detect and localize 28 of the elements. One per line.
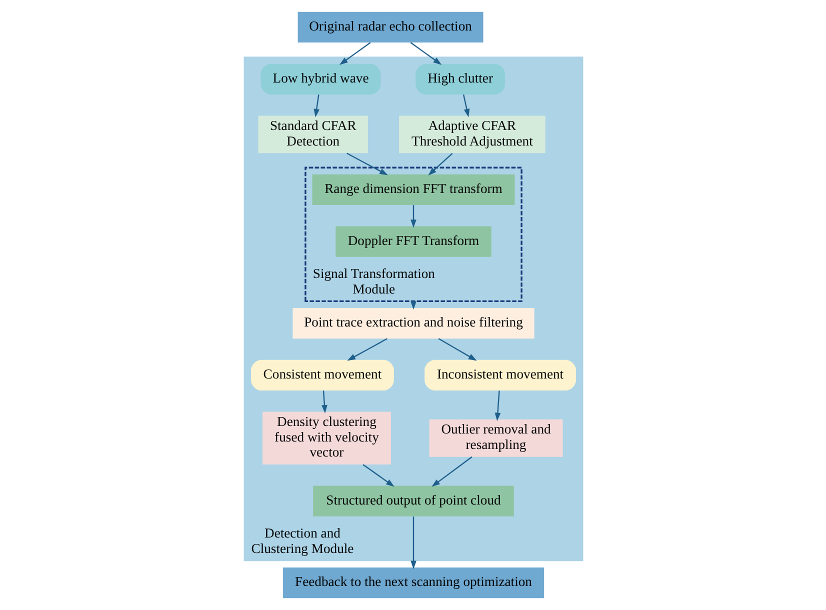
arrow bbox=[410, 42, 442, 65]
arrow bbox=[346, 338, 387, 361]
arrow bbox=[313, 94, 320, 118]
node-box: Adaptive CFAR Threshold Adjustment bbox=[398, 116, 545, 154]
node-box: Inconsistent movement bbox=[424, 360, 576, 390]
arrow bbox=[431, 456, 472, 487]
node-box: Outlier removal and resampling bbox=[428, 419, 562, 457]
node-box: Standard CFAR Detection bbox=[258, 116, 368, 154]
arrow bbox=[321, 390, 327, 414]
node-box: Low hybrid wave bbox=[260, 64, 380, 94]
arrow bbox=[410, 516, 416, 570]
arrow bbox=[362, 464, 394, 487]
node-box: Range dimension FFT transform bbox=[312, 174, 514, 206]
node-box: Feedback to the next scanning optimization bbox=[282, 567, 544, 598]
node-box: High clutter bbox=[415, 64, 504, 94]
node-box: Structured output of point cloud bbox=[312, 486, 514, 516]
arrow bbox=[428, 153, 452, 176]
node-box: Doppler FFT Transform bbox=[335, 226, 491, 257]
node-box: Consistent movement bbox=[250, 360, 394, 390]
node-box: Original radar echo collection bbox=[297, 12, 483, 43]
arrow bbox=[494, 390, 500, 422]
node-box: Density clustering fused with velocity vector bbox=[262, 412, 390, 464]
arrow bbox=[462, 94, 470, 118]
arrow bbox=[410, 205, 416, 228]
node-box: Point trace extraction and noise filtering bbox=[292, 308, 534, 339]
arrow bbox=[438, 338, 476, 361]
arrow bbox=[338, 42, 370, 65]
arrow bbox=[346, 152, 388, 176]
